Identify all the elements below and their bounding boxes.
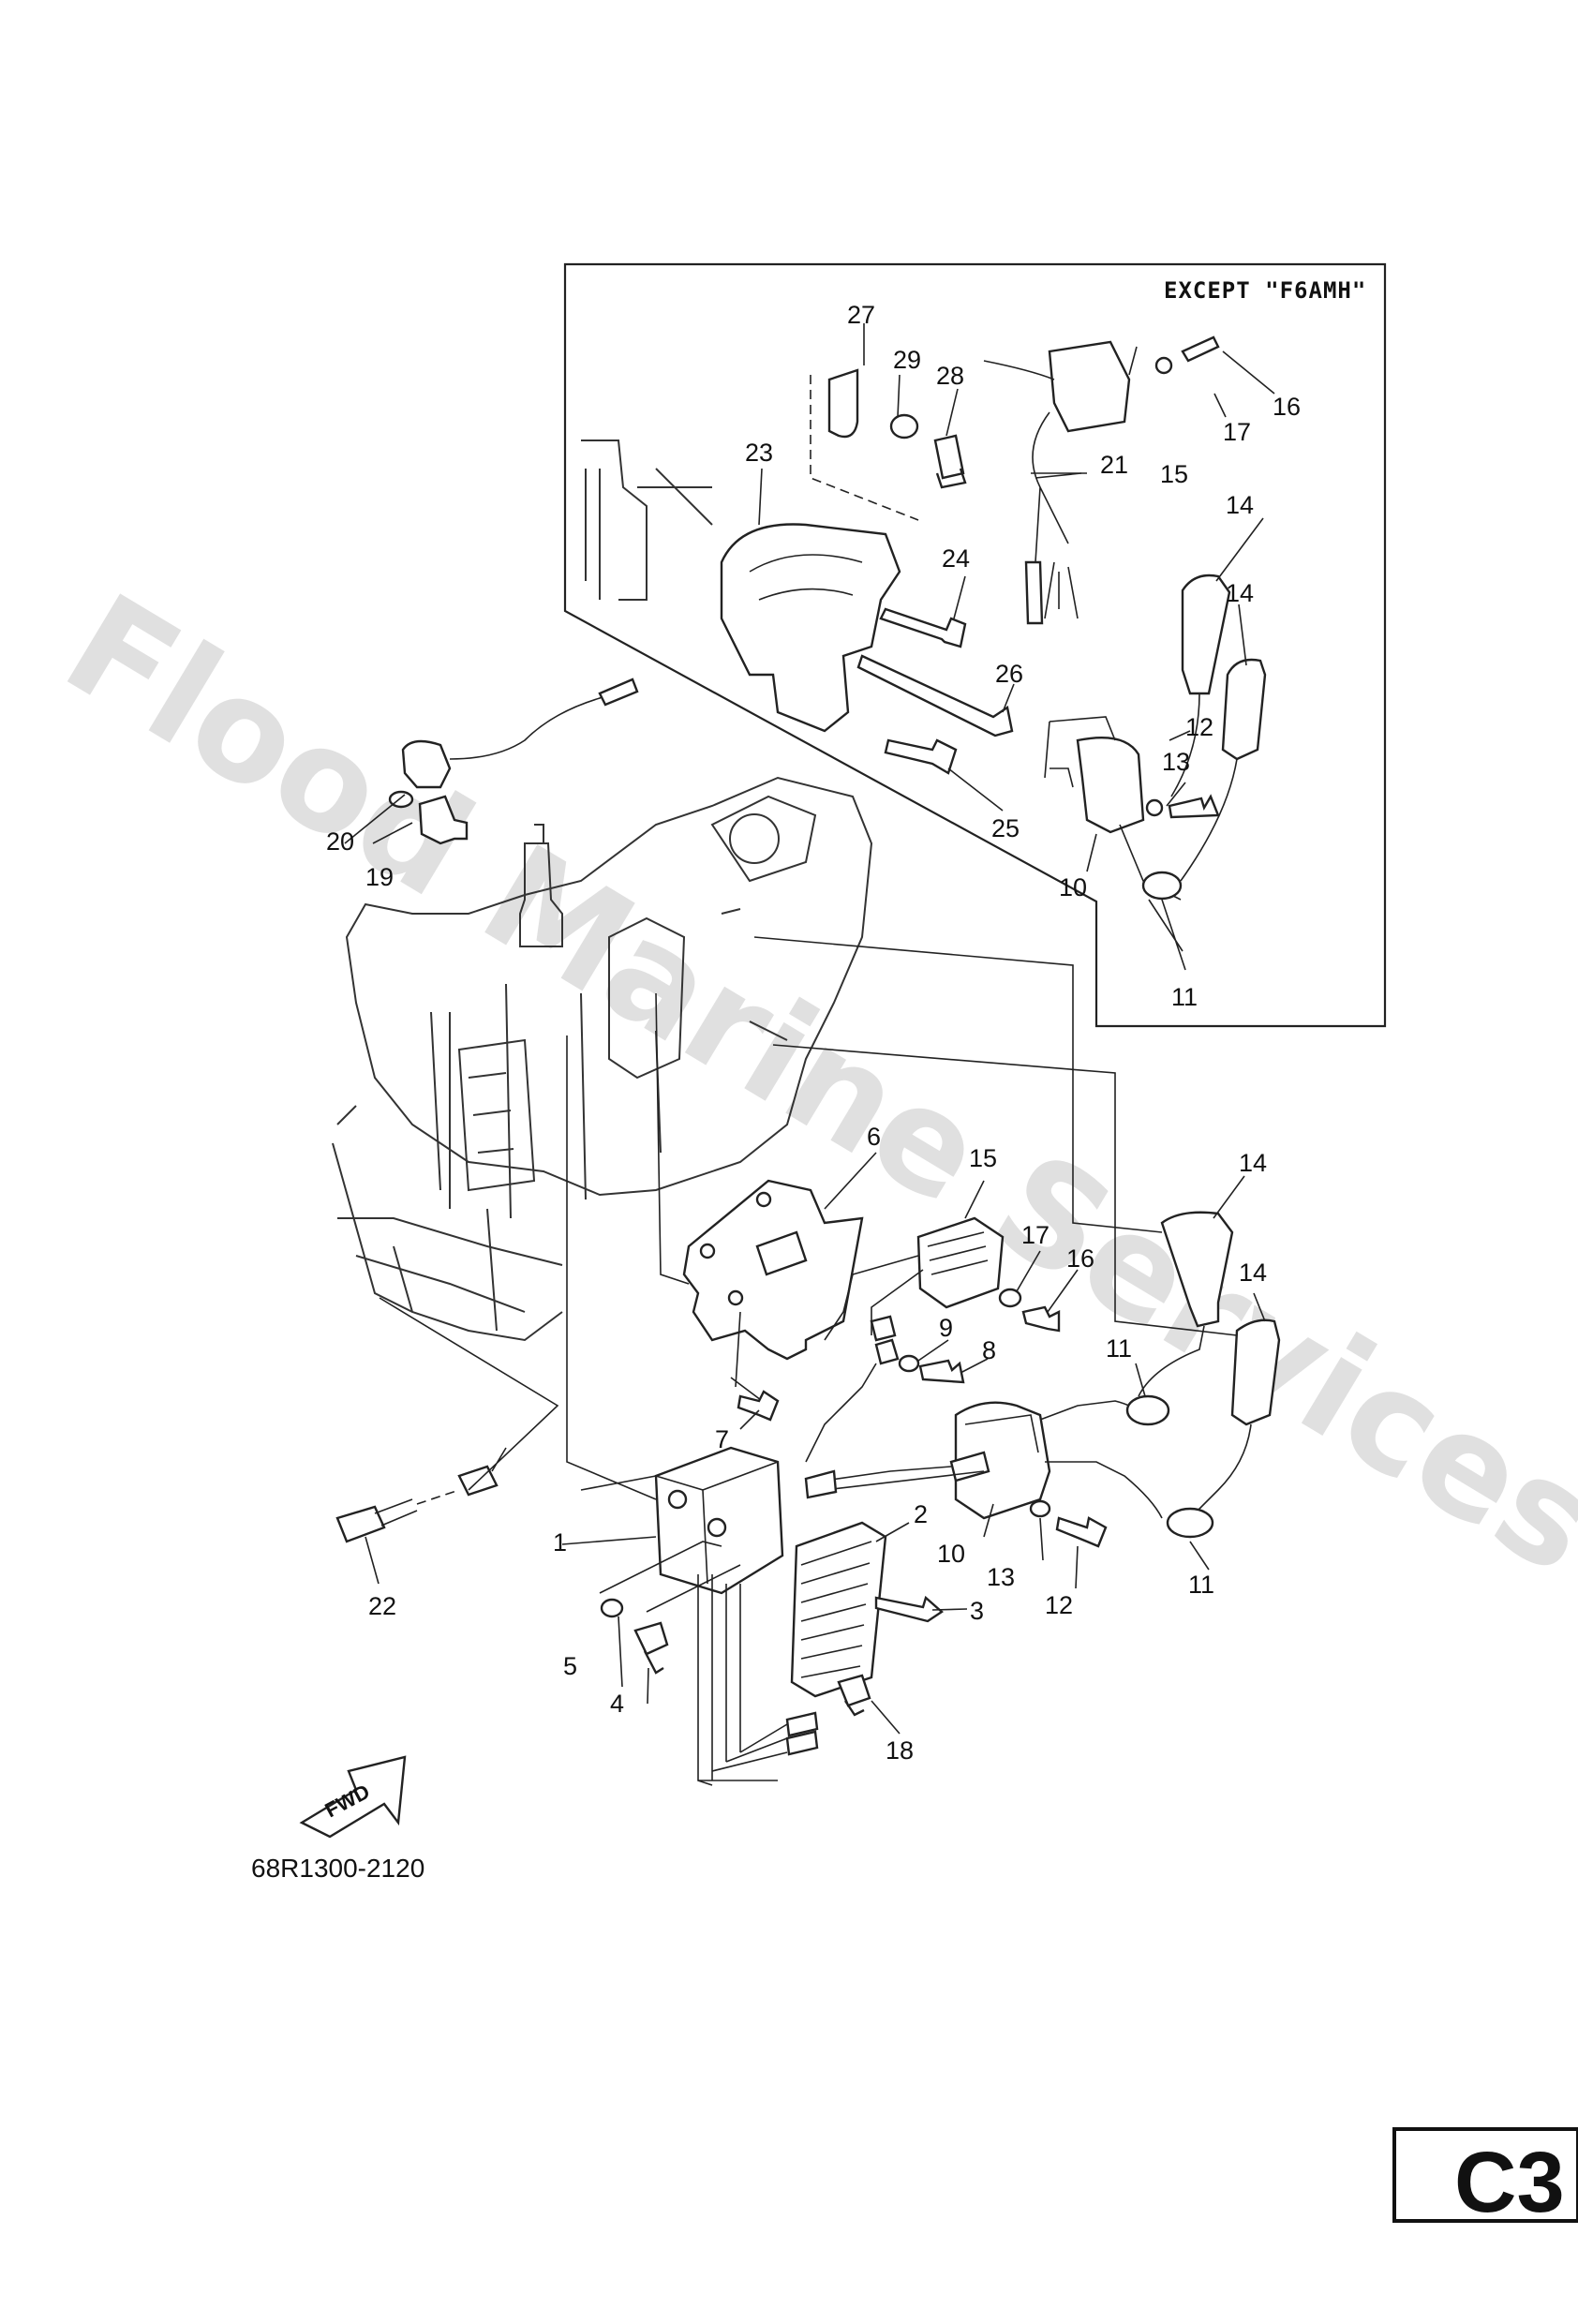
- inset-panel: EXCEPT "F6AMH": [563, 262, 1387, 1028]
- callout-11b: 11: [1188, 1571, 1214, 1599]
- inset-callout-29: 29: [893, 346, 921, 374]
- fwd-arrow: FWD: [299, 1755, 407, 1839]
- screw-16: [1021, 1305, 1061, 1333]
- ignition-coil-10: [954, 1401, 1051, 1520]
- callout-4: 4: [610, 1690, 624, 1718]
- inset-callout-25: 25: [991, 814, 1020, 842]
- callout-13: 13: [987, 1563, 1015, 1591]
- page-tag-text: C3: [1454, 2135, 1565, 2230]
- bolt-28: [933, 434, 967, 489]
- grommet-11b: [1166, 1507, 1214, 1539]
- bolt-4: [633, 1621, 669, 1675]
- washer-13: [1029, 1499, 1051, 1518]
- rectifier-15: [916, 1216, 1005, 1309]
- washer-5: [600, 1598, 624, 1618]
- bolt-inset-12: [1168, 794, 1220, 819]
- callout-10: 10: [937, 1540, 965, 1568]
- plug-cap-inset-14b: [1221, 658, 1267, 761]
- callout-18: 18: [886, 1736, 914, 1765]
- page-tag: C3: [1392, 2127, 1578, 2230]
- callout-20: 20: [326, 827, 354, 856]
- callout-22: 22: [368, 1592, 396, 1620]
- inset-callout-12: 12: [1185, 713, 1213, 741]
- sender-22: [335, 1505, 386, 1543]
- callout-1: 1: [553, 1528, 567, 1557]
- inset-title: EXCEPT "F6AMH": [1164, 277, 1366, 304]
- bolt-8: [918, 1359, 965, 1384]
- inset-callout-14b: 14: [1226, 579, 1254, 607]
- inset-callout-17: 17: [1223, 418, 1251, 446]
- inset-callout-11: 11: [1171, 983, 1198, 1011]
- callout-14a: 14: [1239, 1149, 1267, 1177]
- callout-16: 16: [1066, 1244, 1094, 1273]
- washer-inset-17: [1154, 356, 1173, 375]
- inset-callout-13: 13: [1162, 748, 1190, 776]
- callout-7: 7: [715, 1425, 729, 1453]
- washer-29: [889, 413, 919, 439]
- magneto-base-23: [720, 523, 901, 733]
- screw-inset-16: [1181, 335, 1220, 363]
- sensor-lead-20: [401, 739, 452, 789]
- rectifier-inset-15: [1048, 340, 1131, 433]
- callout-5: 5: [563, 1652, 577, 1680]
- part-code: 68R1300-2120: [251, 1854, 424, 1883]
- callout-8: 8: [982, 1336, 996, 1364]
- grommet-11a: [1125, 1394, 1170, 1426]
- callout-2: 2: [914, 1500, 928, 1528]
- callout-3: 3: [970, 1597, 984, 1625]
- callout-17: 17: [1021, 1221, 1050, 1249]
- bolt-12: [1055, 1516, 1108, 1548]
- callout-11a: 11: [1106, 1334, 1132, 1363]
- thermoswitch-19: [418, 795, 469, 845]
- callout-9: 9: [939, 1314, 953, 1342]
- inset-callout-24: 24: [942, 544, 970, 573]
- inset-callout-16: 16: [1273, 393, 1301, 421]
- callout-14b: 14: [1239, 1259, 1267, 1287]
- inset-callout-15: 15: [1160, 460, 1188, 488]
- grommet-inset-11: [1141, 871, 1183, 901]
- plug-cap-inset-14a: [1181, 574, 1231, 695]
- inset-callout-10: 10: [1059, 873, 1087, 901]
- callout-6: 6: [867, 1123, 881, 1151]
- bolt-24: [879, 607, 967, 648]
- washer-9: [898, 1354, 920, 1373]
- washer-inset-13: [1145, 798, 1164, 817]
- inset-callout-21: 21: [1100, 451, 1128, 479]
- callout-15: 15: [969, 1144, 997, 1172]
- callout-19: 19: [365, 863, 394, 891]
- screw-3: [874, 1595, 944, 1623]
- inset-callout-26: 26: [995, 660, 1023, 688]
- callout-12: 12: [1045, 1591, 1073, 1619]
- inset-callout-23: 23: [745, 439, 773, 467]
- inset-callout-27: 27: [847, 301, 875, 329]
- inset-callout-28: 28: [936, 362, 964, 390]
- clamp-27: [827, 368, 859, 439]
- bolt-26: [856, 654, 1014, 737]
- ignition-coil-inset-10: [1076, 737, 1145, 834]
- terminal-block-2: [790, 1521, 887, 1698]
- plug-cap-14a: [1160, 1211, 1234, 1328]
- bolt-25: [884, 738, 958, 775]
- inset-callout-14a: 14: [1226, 491, 1254, 519]
- plug-cap-14b: [1230, 1318, 1281, 1426]
- bolt-18: [837, 1674, 871, 1717]
- washer-17: [998, 1288, 1022, 1308]
- bolt-7: [737, 1390, 780, 1422]
- engine-block: [332, 776, 873, 1342]
